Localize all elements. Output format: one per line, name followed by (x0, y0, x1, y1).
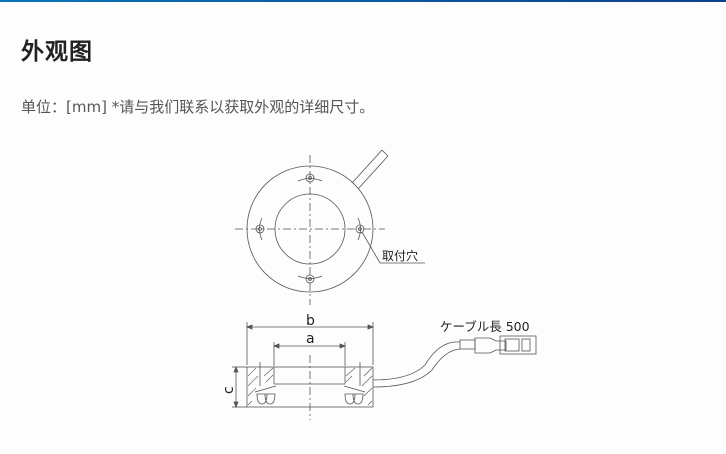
mounting-hole-left (255, 217, 265, 241)
top-accent-bar (0, 0, 726, 2)
dimension-c-label: c (221, 386, 237, 394)
side-view: b a (221, 313, 537, 420)
cable-length-label: ケーブル長 500 (440, 319, 530, 334)
page-title: 外观图 (21, 39, 93, 65)
mounting-hole-right (355, 217, 365, 241)
mounting-hole-top (297, 173, 323, 183)
mounting-hole-label: 取付穴 (382, 248, 418, 263)
led-left (254, 362, 277, 405)
led-right (343, 362, 366, 405)
unit-note: 单位：[mm] *请与我们联系以获取外观的详细尺寸。 (21, 98, 375, 116)
dimension-a-label: a (306, 331, 315, 347)
dimension-b-label: b (306, 313, 315, 329)
top-view: 取付穴 (235, 149, 425, 305)
mounting-hole-bottom (297, 274, 323, 284)
